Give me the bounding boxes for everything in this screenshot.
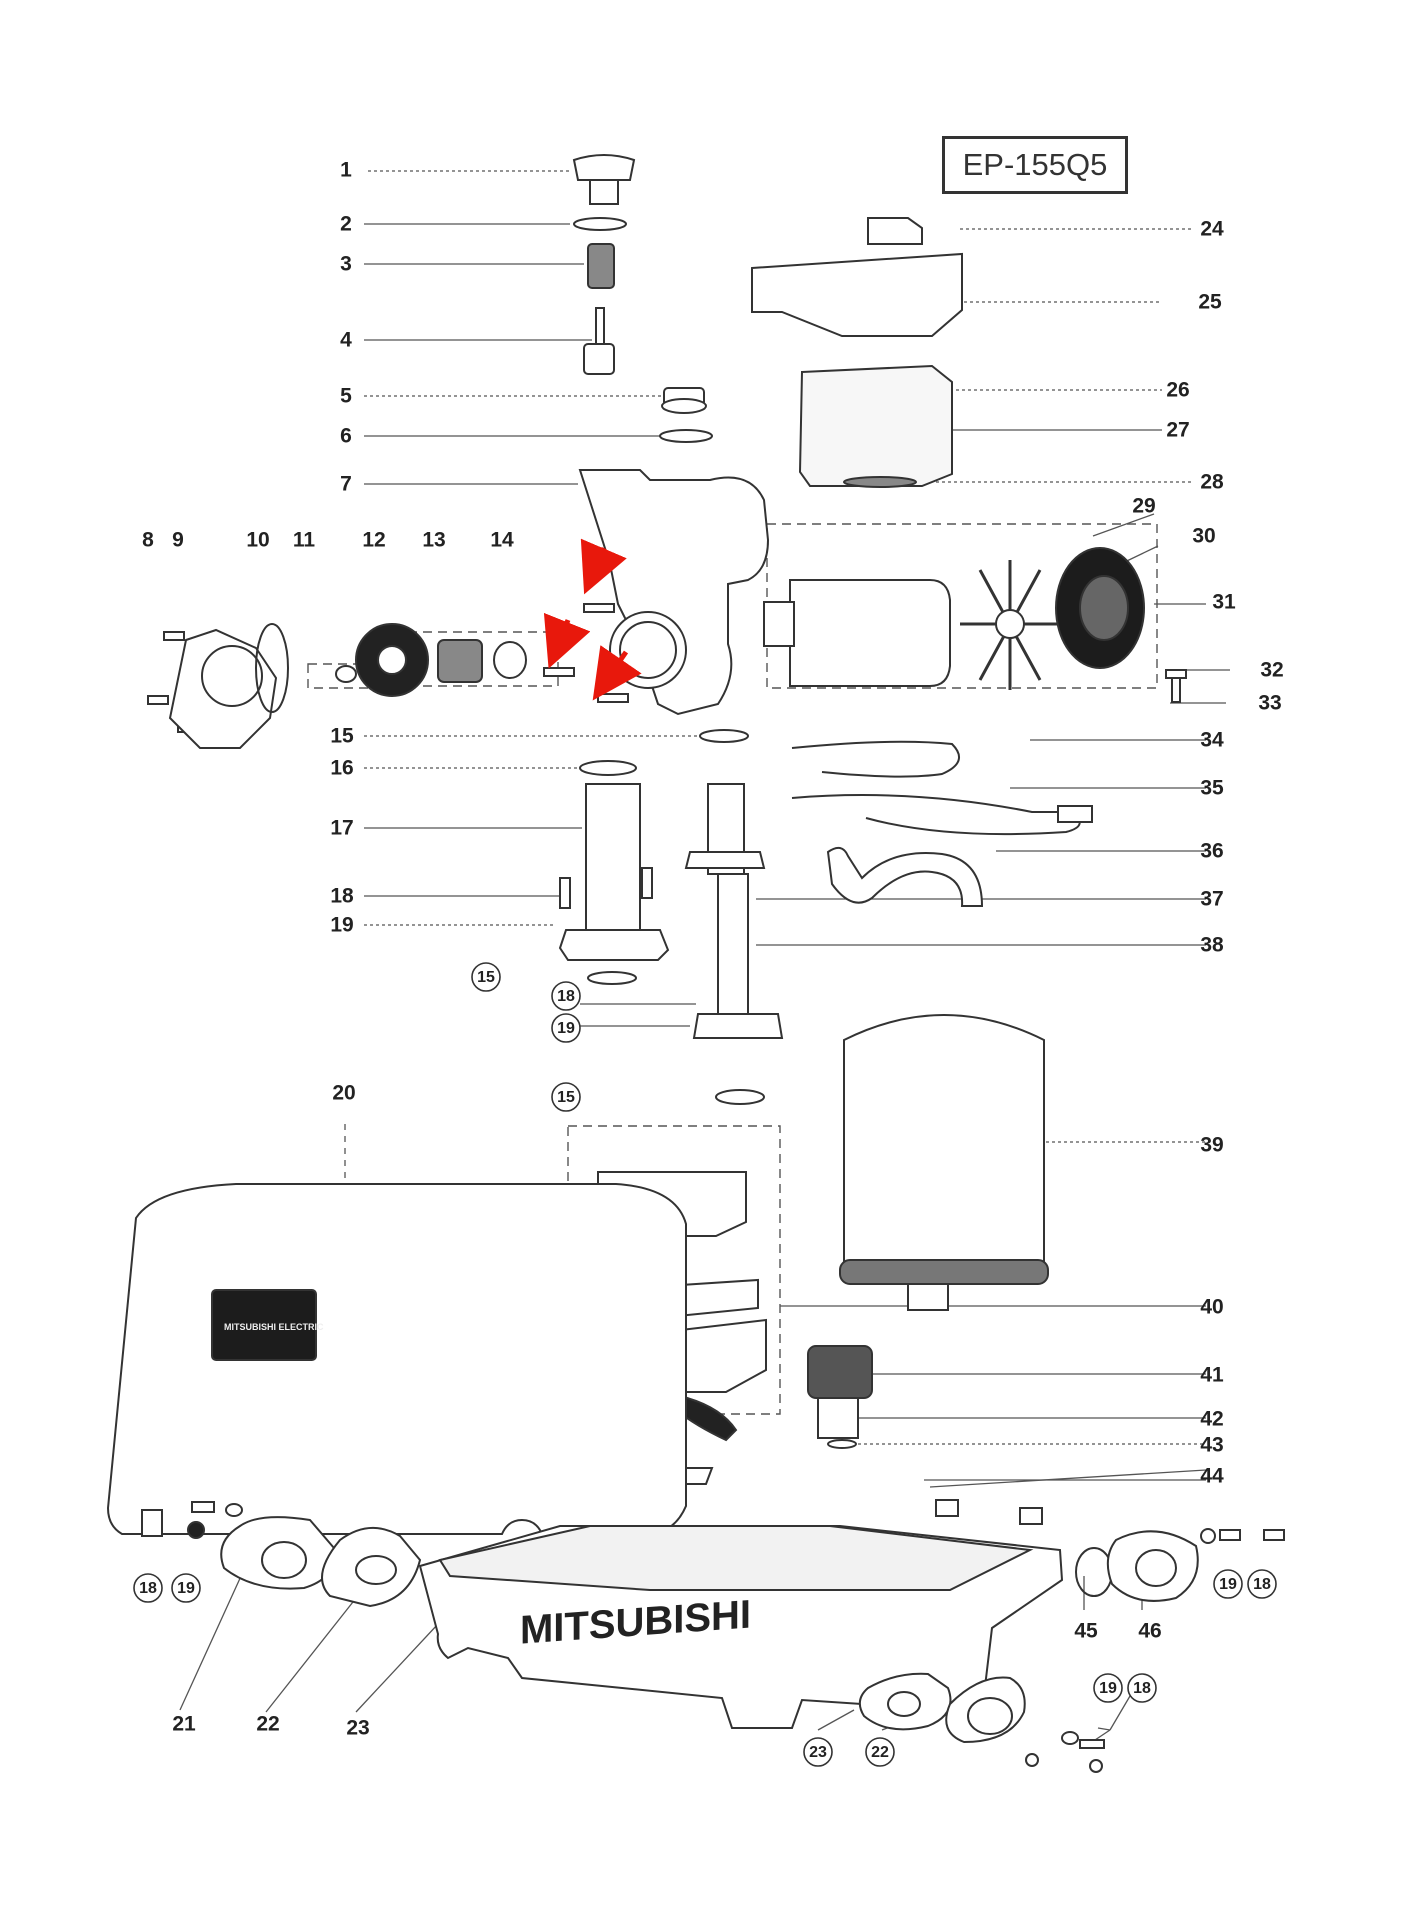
circled-label-18: 18 [1127, 1673, 1157, 1703]
part-label-29: 29 [1132, 495, 1155, 518]
circled-part-labels: 15 18 19 15 18 19 19 18 19 18 23 22 [133, 962, 1277, 1767]
part-label-17: 17 [330, 817, 353, 840]
part-label-44: 44 [1200, 1465, 1224, 1488]
part-label-11: 11 [293, 529, 316, 552]
part-label-5: 5 [340, 385, 352, 408]
label-circle [1213, 1569, 1243, 1599]
label-circle [1127, 1673, 1157, 1703]
part-label-23: 23 [346, 1717, 369, 1740]
circled-label-22: 22 [865, 1737, 895, 1767]
model-title-box: EP-155Q5 [942, 136, 1128, 194]
circled-label-text: 19 [1219, 1576, 1237, 1593]
part-label-21: 21 [172, 1713, 196, 1736]
circled-label-19: 19 [1093, 1673, 1123, 1703]
cover-nameplate-text: MITSUBISHI ELECTRIC [224, 1322, 324, 1332]
part-label-3: 3 [340, 253, 352, 276]
part-label-16: 16 [330, 757, 353, 780]
part-label-31: 31 [1212, 591, 1236, 614]
circled-label-text: 19 [177, 1580, 195, 1597]
part-label-13: 13 [422, 529, 445, 552]
part-label-20: 20 [332, 1082, 355, 1105]
part-label-25: 25 [1198, 291, 1222, 314]
circled-label-text: 15 [477, 969, 495, 986]
part-label-41: 41 [1200, 1364, 1224, 1387]
circled-label-text: 15 [557, 1089, 575, 1106]
part-label-36: 36 [1200, 840, 1223, 863]
red-arrows [543, 538, 642, 701]
part-label-4: 4 [340, 329, 352, 352]
part-label-28: 28 [1200, 471, 1224, 494]
circled-label-text: 18 [139, 1580, 157, 1597]
leader-lines [179, 170, 1230, 1747]
part-label-22: 22 [256, 1713, 279, 1736]
circled-label-text: 18 [1253, 1576, 1271, 1593]
part-label-45: 45 [1074, 1620, 1098, 1643]
part-label-43: 43 [1200, 1434, 1223, 1457]
label-circle [171, 1573, 201, 1603]
label-circle [471, 962, 501, 992]
part-label-6: 6 [340, 425, 352, 448]
part-label-35: 35 [1200, 777, 1224, 800]
label-circle [1093, 1673, 1123, 1703]
circled-label-18: 18 [1247, 1569, 1277, 1599]
part-label-33: 33 [1258, 692, 1281, 715]
part-label-27: 27 [1166, 419, 1189, 442]
part-label-15: 15 [330, 725, 354, 748]
circled-label-15: 15 [471, 962, 501, 992]
circled-label-18: 18 [551, 981, 581, 1011]
circled-label-text: 18 [557, 988, 575, 1005]
part-label-19: 19 [330, 914, 353, 937]
part-label-7: 7 [340, 473, 352, 496]
part-label-37: 37 [1200, 888, 1223, 911]
part-label-46: 46 [1138, 1620, 1161, 1643]
label-circle [551, 981, 581, 1011]
part-label-24: 24 [1200, 218, 1224, 241]
part-label-39: 39 [1200, 1134, 1223, 1157]
circled-label-23: 23 [803, 1737, 833, 1767]
part-label-40: 40 [1200, 1296, 1223, 1319]
part-label-30: 30 [1192, 525, 1215, 548]
label-circle [1247, 1569, 1277, 1599]
part-label-18: 18 [330, 885, 354, 908]
circled-label-text: 19 [557, 1020, 575, 1037]
circled-label-text: 23 [809, 1744, 827, 1761]
label-circle [865, 1737, 895, 1767]
part-label-10: 10 [246, 529, 269, 552]
part-label-14: 14 [490, 529, 514, 552]
part-label-1: 1 [340, 159, 352, 182]
circled-label-19: 19 [551, 1013, 581, 1043]
part-label-32: 32 [1260, 659, 1283, 682]
part-label-26: 26 [1166, 379, 1189, 402]
label-circle [551, 1013, 581, 1043]
part-label-34: 34 [1200, 729, 1224, 752]
label-circle [803, 1737, 833, 1767]
part-label-12: 12 [362, 529, 385, 552]
circled-label-19: 19 [1213, 1569, 1243, 1599]
part-label-38: 38 [1200, 934, 1224, 957]
circled-label-text: 18 [1133, 1680, 1151, 1697]
circled-label-text: 22 [871, 1744, 889, 1761]
part-label-42: 42 [1200, 1408, 1223, 1431]
circled-label-18: 18 [133, 1573, 163, 1603]
circled-label-text: 19 [1099, 1680, 1117, 1697]
part-label-8: 8 [142, 529, 154, 552]
label-circle [133, 1573, 163, 1603]
circled-label-19: 19 [171, 1573, 201, 1603]
part-label-9: 9 [172, 529, 184, 552]
part-label-2: 2 [340, 213, 352, 236]
part-drawings [106, 154, 1285, 1773]
circled-label-15: 15 [551, 1082, 581, 1112]
label-circle [551, 1082, 581, 1112]
